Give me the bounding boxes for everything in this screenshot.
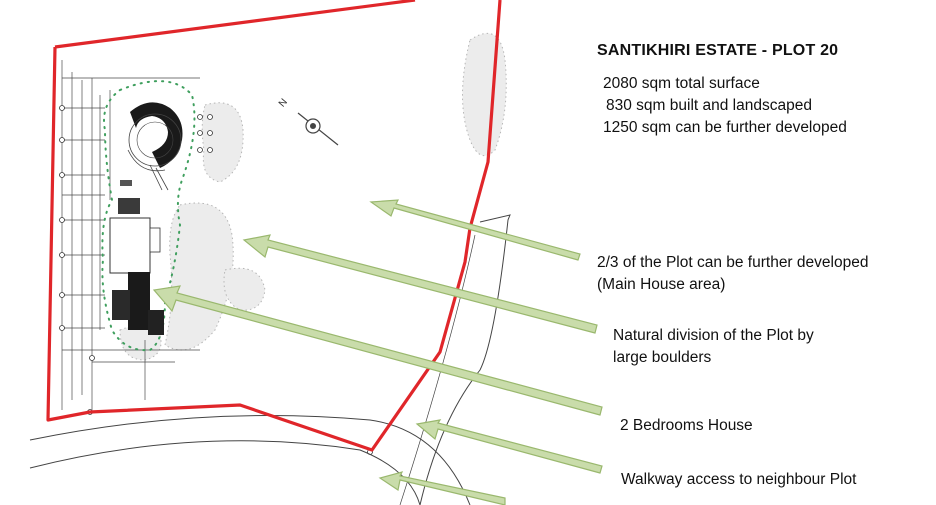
arrow-boulder-division	[152, 285, 603, 416]
note-developable-line1: 2/3 of the Plot can be further developed	[597, 254, 869, 271]
note-boulder-line1: Natural division of the Plot by	[613, 327, 814, 344]
note-developable-area: 2/3 of the Plot can be further developed…	[597, 252, 868, 296]
note-boulder-division: Natural division of the Plot by large bo…	[613, 325, 814, 369]
landscape-area-center	[201, 102, 244, 183]
arrow-developable-area	[369, 199, 581, 261]
boulder-boundary	[101, 80, 196, 352]
note-developable-line2: (Main House area)	[597, 276, 726, 293]
note-walkway-access: Walkway access to neighbour Plot	[621, 471, 857, 488]
survey-grid	[61, 60, 200, 410]
note-bedrooms-house: 2 Bedrooms House	[620, 417, 753, 434]
landscape-area-top-right	[462, 32, 507, 157]
house-building	[109, 180, 164, 335]
road-lines	[29, 214, 511, 505]
landscape-area-lower	[164, 202, 234, 351]
plot-title: SANTIKHIRI ESTATE - PLOT 20	[597, 42, 839, 59]
compass-north-label: N	[277, 97, 290, 110]
stat-total-surface: 2080 sqm total surface	[603, 75, 760, 92]
plot-boundary	[46, 0, 502, 452]
note-boulder-line2: large boulders	[613, 349, 712, 366]
stat-further-developed: 1250 sqm can be further developed	[603, 119, 847, 136]
arrow-main-house-area	[242, 234, 598, 334]
stat-built-landscaped: 830 sqm built and landscaped	[606, 97, 812, 114]
round-pavilion	[127, 102, 183, 191]
landscape-area-small	[223, 267, 266, 311]
arrow-bedrooms-house	[415, 419, 603, 474]
arrow-walkway-access	[378, 471, 506, 505]
callout-arrows	[152, 199, 603, 505]
compass-icon: N	[277, 97, 339, 146]
